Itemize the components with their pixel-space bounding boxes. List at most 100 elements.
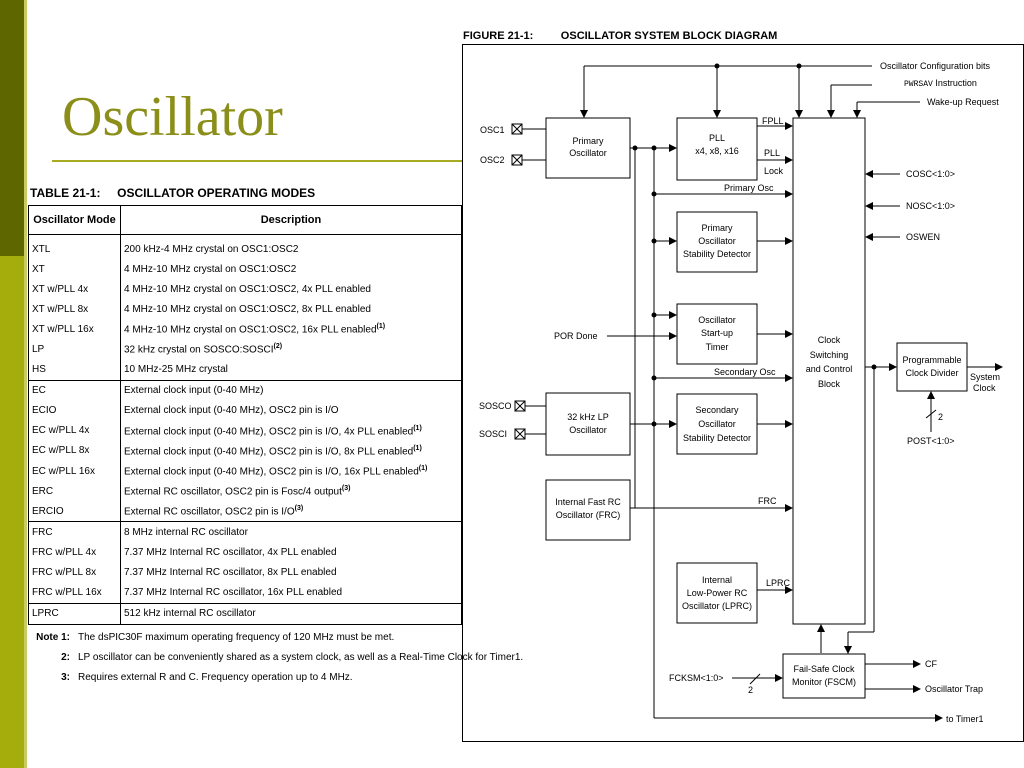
mode-cell: FRC w/PLL 16x	[28, 582, 121, 604]
fcksm-label: FCKSM<1:0>	[669, 673, 724, 683]
column-header-description: Description	[120, 205, 462, 235]
pll-block	[676, 117, 758, 181]
note-2: 2:LP oscillator can be conveniently shar…	[61, 652, 524, 663]
lprc-oscillator-block	[676, 562, 758, 624]
clock-label-4: Block	[818, 379, 841, 389]
description-cell: External RC oscillator, OSC2 pin is Fosc…	[120, 481, 462, 502]
footnote-ref: (1)	[413, 444, 422, 452]
table-caption: TABLE 21-1: OSCILLATOR OPERATING MODES	[30, 186, 316, 200]
mode-cell: EC w/PLL 16x	[28, 461, 121, 482]
sosci-label: SOSCI	[479, 429, 507, 439]
column-header-mode: Oscillator Mode	[28, 205, 121, 235]
table-notes: Note 1:The dsPIC30F maximum operating fr…	[32, 628, 523, 688]
secondary-osc-label: Secondary Osc	[714, 367, 776, 377]
description-cell: External clock input (0-40 MHz)	[120, 379, 462, 401]
fcksm-width-label: 2	[748, 685, 753, 695]
lp-label-1: 32 kHz LP	[567, 412, 609, 422]
system-clock-label-1: System	[970, 372, 1000, 382]
mode-cell: ERC	[28, 481, 121, 502]
mode-cell: HS	[28, 359, 121, 381]
primary-stability-detector-block	[676, 211, 758, 273]
mode-cell: FRC w/PLL 8x	[28, 562, 121, 583]
lprc-signal-label: LPRC	[766, 578, 791, 588]
description-cell: 4 MHz-10 MHz crystal on OSC1:OSC2, 4x PL…	[120, 279, 462, 300]
clock-switching-block	[792, 117, 866, 625]
footnote-ref: (1)	[413, 424, 422, 432]
fpll-label: FPLL	[762, 116, 784, 126]
figure-caption: FIGURE 21-1: OSCILLATOR SYSTEM BLOCK DIA…	[463, 30, 778, 42]
divider-label-1: Programmable	[902, 355, 961, 365]
description-cell: 8 MHz internal RC oscillator	[120, 521, 462, 543]
mode-cell: LP	[28, 339, 121, 360]
title-underline	[52, 160, 462, 162]
osc1-label: OSC1	[480, 125, 505, 135]
nosc-label: NOSC<1:0>	[906, 201, 955, 211]
lock-label: Lock	[764, 166, 784, 176]
mode-cell: XT	[28, 259, 121, 280]
accent-bar-light	[0, 256, 24, 768]
stability-label-2: Oscillator	[698, 236, 736, 246]
footnote-ref: (3)	[341, 485, 351, 492]
startup-label-1: Oscillator	[698, 315, 736, 325]
mode-cell: XTL	[28, 239, 121, 260]
oswen-label: OSWEN	[906, 232, 940, 242]
mode-cell: EC w/PLL 4x	[28, 420, 121, 441]
description-cell: External clock input (0-40 MHz), OSC2 pi…	[120, 440, 462, 462]
primary-osc-label-2: Oscillator	[569, 148, 607, 158]
pwrsav-label: PWRSAV Instruction	[904, 78, 977, 89]
por-label: POR Done	[554, 331, 598, 341]
clock-label-2: Switching	[810, 350, 849, 360]
frc-oscillator-block	[545, 479, 631, 541]
system-clock-label-2: Clock	[973, 383, 996, 393]
startup-label-3: Timer	[706, 342, 729, 352]
primary-osc-signal-label: Primary Osc	[724, 183, 774, 193]
mode-cell: ECIO	[28, 400, 121, 421]
stability-label-3: Stability Detector	[683, 249, 751, 259]
cf-label: CF	[925, 659, 937, 669]
fscm-label-1: Fail-Safe Clock	[793, 664, 855, 674]
mode-cell: XT w/PLL 16x	[28, 319, 121, 340]
footnote-ref: (1)	[376, 323, 386, 331]
osc2-label: OSC2	[480, 155, 505, 165]
pll-label-2: x4, x8, x16	[695, 146, 739, 156]
wakeup-label: Wake-up Request	[927, 97, 999, 107]
mode-cell: EC w/PLL 8x	[28, 440, 121, 462]
accent-bar-dark	[0, 0, 24, 256]
description-cell: 4 MHz-10 MHz crystal on OSC1:OSC2, 8x PL…	[120, 299, 462, 320]
description-cell: External RC oscillator, OSC2 pin is I/O(…	[120, 501, 462, 522]
mode-cell: LPRC	[28, 602, 121, 625]
cosc-label: COSC<1:0>	[906, 169, 955, 179]
secstab-label-2: Oscillator	[698, 419, 736, 429]
mode-cell: FRC	[28, 521, 121, 543]
clock-label-3: and Control	[806, 364, 853, 374]
osc-trap-label: Oscillator Trap	[925, 684, 983, 694]
description-cell: 4 MHz-10 MHz crystal on OSC1:OSC2	[120, 259, 462, 280]
lprc-label-2: Low-Power RC	[687, 588, 748, 598]
mode-cell: ERCIO	[28, 501, 121, 522]
description-cell: 4 MHz-10 MHz crystal on OSC1:OSC2, 16x P…	[120, 319, 462, 340]
secstab-label-3: Stability Detector	[683, 433, 751, 443]
secstab-label-1: Secondary	[695, 405, 739, 415]
footnote-ref: (1)	[418, 464, 428, 472]
primary-osc-label-1: Primary	[573, 136, 604, 146]
description-cell: 32 kHz crystal on SOSCO:SOSCI(2)	[120, 339, 462, 360]
divider-label-2: Clock Divider	[905, 368, 958, 378]
lp-label-2: Oscillator	[569, 425, 607, 435]
lprc-label-1: Internal	[702, 575, 732, 585]
description-cell: 200 kHz-4 MHz crystal on OSC1:OSC2	[120, 239, 462, 260]
lprc-label-3: Oscillator (LPRC)	[682, 601, 752, 611]
timer1-label: to Timer1	[946, 714, 984, 724]
frc-label-2: Oscillator (FRC)	[556, 510, 621, 520]
note-1: Note 1:The dsPIC30F maximum operating fr…	[36, 632, 395, 643]
mode-cell: XT w/PLL 8x	[28, 299, 121, 320]
